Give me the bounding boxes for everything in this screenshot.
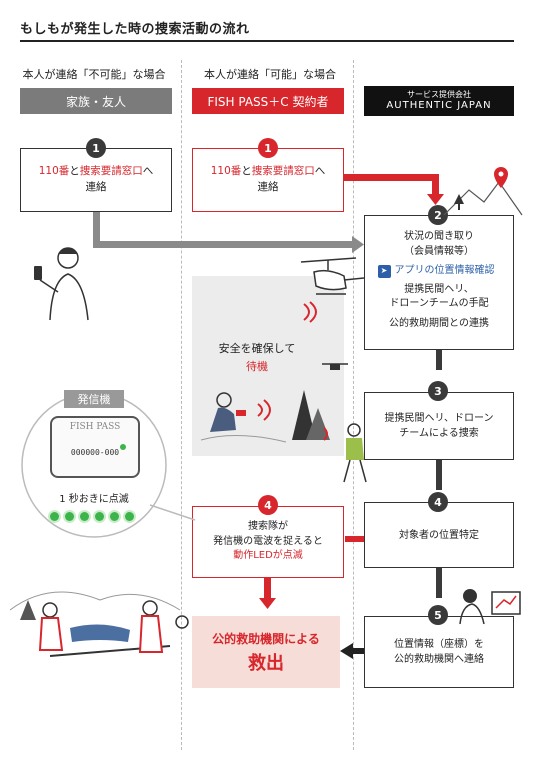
led-icon <box>110 512 119 521</box>
transmitter-led-icon <box>120 444 126 450</box>
red-arrowhead-rescue <box>259 598 276 609</box>
arrowhead-rescue-left <box>340 643 353 659</box>
step1-contractor-and: と <box>241 165 252 178</box>
operator-illustration <box>459 589 521 625</box>
red-connector-down <box>432 174 439 196</box>
rescue-team-illustration <box>9 591 189 657</box>
connector-2-3 <box>436 350 442 370</box>
step4-locate-text: 対象者の位置特定 <box>399 529 479 541</box>
transmitter-blink-text: 1 秒おきに点滅 <box>59 494 129 505</box>
led-row <box>50 512 134 521</box>
column-header-unable: 本人が連絡「不可能」な場合 <box>22 68 166 81</box>
led-icon <box>95 512 104 521</box>
drone-icon <box>322 363 348 370</box>
column-bar-family-label: 家族・友人 <box>65 94 126 109</box>
step2-line2: （会員情報等） <box>404 245 474 257</box>
step2-line5: 公的救助期間との連携 <box>389 317 489 329</box>
step1-family-window: 捜索要請窓口 <box>79 165 143 178</box>
connector-3-4 <box>436 460 442 490</box>
rescue-line2: 救出 <box>248 652 284 674</box>
step1-contractor-contact: 連絡 <box>257 181 279 193</box>
step2-badge: 2 <box>428 205 448 225</box>
mountain-pin-illustration <box>443 167 523 216</box>
title-divider <box>20 40 514 42</box>
step1-family-and: と <box>69 165 80 178</box>
waiting-person-illustration <box>200 390 330 443</box>
step1-contractor-110: 110番 <box>210 165 242 178</box>
step1-family-to: へ <box>142 165 154 178</box>
red-arrowhead-step2 <box>427 194 444 205</box>
wait-text: 安全を確保して 待機 <box>192 340 322 375</box>
gray-connector-right <box>93 241 353 248</box>
gray-connector-down <box>93 212 100 248</box>
led-icon <box>65 512 74 521</box>
helicopter-icon <box>300 257 365 295</box>
step2-box: 状況の聞き取り （会員情報等） ➤ アプリの位置情報確認 提携民間ヘリ、 ドロー… <box>364 215 514 350</box>
step5-box: 位置情報（座標）を 公的救助機関へ連絡 <box>364 616 514 688</box>
rescue-box: 公的救助機関による 救出 <box>192 616 340 688</box>
wait-line2: 待機 <box>246 359 268 373</box>
step1-contractor-to: へ <box>314 165 326 178</box>
step5-line2: 公的救助機関へ連絡 <box>394 654 484 665</box>
red-connector-right <box>344 174 439 181</box>
step4-locate-badge: 4 <box>428 492 448 512</box>
step1-family-box: 110番と捜索要請窓口へ 連絡 <box>20 148 172 212</box>
column-bar-company: サービス提供会社 AUTHENTIC JAPAN <box>364 86 514 116</box>
step4-locate-box: 対象者の位置特定 <box>364 502 514 568</box>
company-name: AUTHENTIC JAPAN <box>386 99 492 111</box>
column-header-able: 本人が連絡「可能」な場合 <box>204 68 336 81</box>
step1-contractor-badge: 1 <box>258 138 278 158</box>
searcher-illustration <box>323 423 367 483</box>
step4-signal-box: 捜索隊が 発信機の電波を捉えると 動作LEDが点滅 <box>192 506 344 578</box>
step2-app-row: ➤ アプリの位置情報確認 <box>377 264 495 279</box>
gray-arrowhead <box>352 236 364 253</box>
step2-app-check: アプリの位置情報確認 <box>394 265 495 276</box>
column-bar-family: 家族・友人 <box>20 88 172 114</box>
step5-badge: 5 <box>428 605 448 625</box>
led-icon <box>50 512 59 521</box>
connector-4-5 <box>436 568 442 598</box>
column-bar-contractor: FISH PASS＋C 契約者 <box>192 88 344 114</box>
person-phone-illustration <box>34 247 89 321</box>
step1-contractor-window: 捜索要請窓口 <box>251 165 315 178</box>
step2-line3: 提携民間ヘリ、 <box>404 283 474 295</box>
step2-line4: ドローンチームの手配 <box>389 298 489 309</box>
column-divider-1 <box>181 60 182 750</box>
transmitter-serial: 000000-000 <box>70 448 120 457</box>
app-location-icon: ➤ <box>377 264 391 278</box>
step1-family-contact: 連絡 <box>85 181 107 193</box>
column-divider-2 <box>353 60 354 750</box>
column-bar-contractor-label: FISH PASS＋C 契約者 <box>207 94 329 109</box>
red-connector-rescue <box>264 578 271 600</box>
step2-line1: 状況の聞き取り <box>404 231 474 242</box>
step3-box: 提携民間ヘリ、ドローン チームによる捜索 <box>364 392 514 460</box>
step4-signal-line1: 捜索隊が <box>248 521 288 533</box>
step3-line1: 提携民間ヘリ、ドローン <box>384 413 494 424</box>
rescue-line1: 公的救助機関による <box>212 631 320 646</box>
step1-family-badge: 1 <box>86 138 106 158</box>
signal-waves-icon <box>303 301 317 323</box>
connector-step5-rescue <box>352 648 366 654</box>
step5-line1: 位置情報（座標）を <box>394 639 484 650</box>
led-icon <box>125 512 134 521</box>
transmitter-device: FISH PASS 000000-000 <box>50 416 140 478</box>
step4-signal-badge: 4 <box>258 495 278 515</box>
step3-badge: 3 <box>428 381 448 401</box>
step3-line2: チームによる捜索 <box>399 428 479 439</box>
step4-signal-line3: 動作LEDが点滅 <box>233 550 303 562</box>
led-icon <box>80 512 89 521</box>
transmitter-brand: FISH PASS <box>69 422 121 432</box>
step1-family-110: 110番 <box>38 165 70 178</box>
wait-line1: 安全を確保して <box>218 342 296 355</box>
company-subtitle: サービス提供会社 <box>407 90 471 100</box>
transmitter-label: 発信機 <box>64 390 124 408</box>
step4-signal-line2: 発信機の電波を捉えると <box>213 535 323 547</box>
red-connector-step4 <box>345 536 365 542</box>
page-title: もしもが発生した時の捜索活動の流れ <box>20 22 250 37</box>
